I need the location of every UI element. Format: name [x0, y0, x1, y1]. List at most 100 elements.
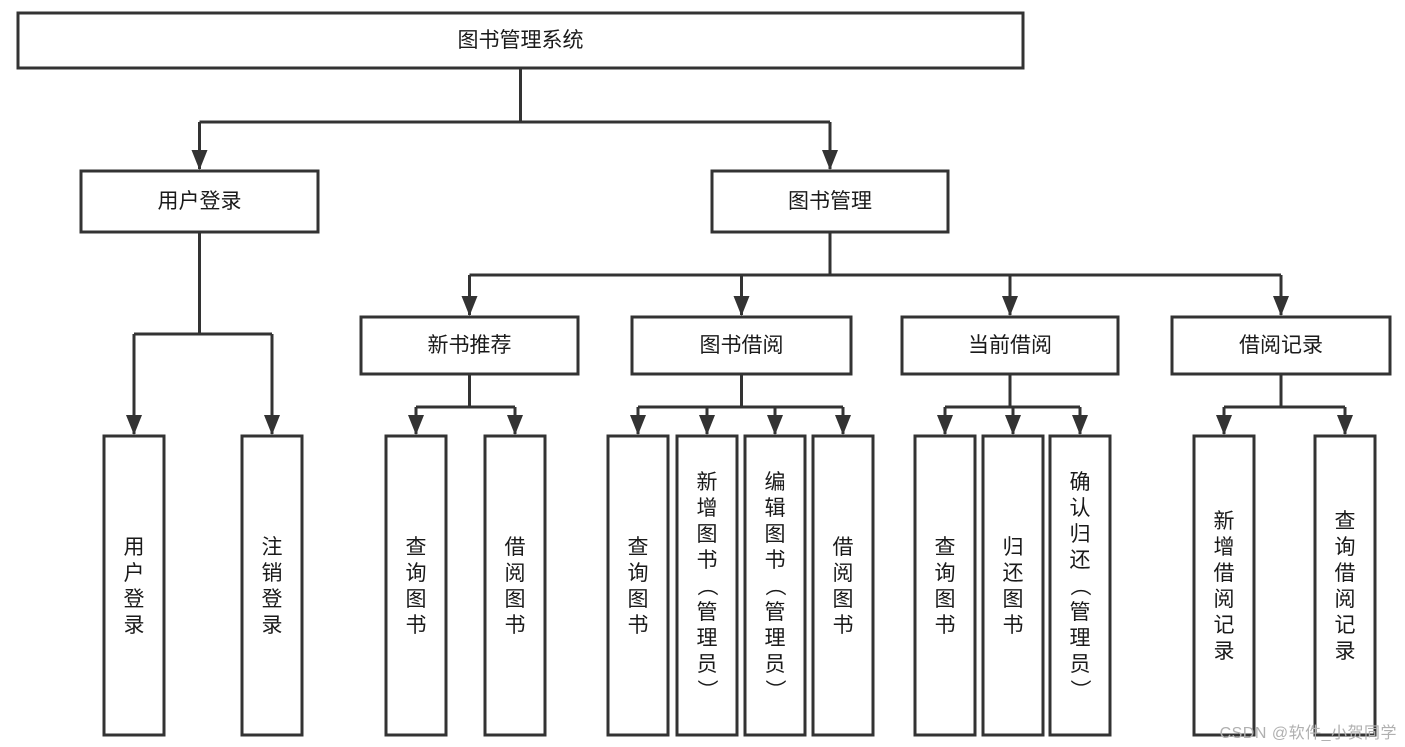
node-box-book-borrow: [630, 315, 853, 376]
arrow-head-icon-leaf-confirm-return-admin: [1072, 415, 1088, 435]
arrow-head-icon-leaf-user-login: [126, 415, 142, 435]
connector-layer: [126, 68, 1353, 435]
node-label-current-borrow: 当前借阅: [968, 334, 1052, 357]
svg-text:查: 查: [1335, 510, 1356, 533]
svg-text:询: 询: [406, 562, 427, 585]
svg-text:归: 归: [1003, 536, 1024, 559]
svg-text:查: 查: [935, 536, 956, 559]
node-box-leaf-query-book-borrow: [606, 434, 670, 737]
svg-text:还: 还: [1070, 549, 1091, 572]
node-box-leaf-query-book-current: [913, 434, 977, 737]
svg-text:书: 书: [833, 614, 854, 637]
svg-text:询: 询: [628, 562, 649, 585]
node-label-root: 图书管理系统: [458, 29, 584, 52]
node-box-leaf-return-book: [981, 434, 1045, 737]
svg-text:员: 员: [697, 653, 718, 676]
svg-text:记: 记: [1335, 614, 1356, 637]
node-box-book-management: [710, 169, 950, 234]
svg-text:阅: 阅: [505, 562, 526, 585]
svg-text:理: 理: [697, 627, 718, 650]
arrow-head-icon-leaf-query-book-recommend: [408, 415, 424, 435]
svg-text:书: 书: [505, 614, 526, 637]
svg-text:登: 登: [262, 588, 283, 611]
arrow-head-icon-leaf-return-book: [1005, 415, 1021, 435]
svg-text:（: （: [1068, 575, 1091, 596]
arrow-head-icon-leaf-add-borrow-record: [1216, 415, 1232, 435]
svg-text:员: 员: [1070, 653, 1091, 676]
node-current-borrow[interactable]: 当前借阅: [900, 315, 1120, 376]
svg-text:图: 图: [833, 588, 854, 611]
svg-text:理: 理: [1070, 627, 1091, 650]
node-new-book-recommend[interactable]: 新书推荐: [359, 315, 580, 376]
arrow-head-icon-leaf-edit-book-admin: [767, 415, 783, 435]
svg-text:管: 管: [1070, 601, 1091, 624]
node-root[interactable]: 图书管理系统: [16, 11, 1025, 70]
svg-text:图: 图: [935, 588, 956, 611]
node-book-management[interactable]: 图书管理: [710, 169, 950, 234]
svg-text:书: 书: [406, 614, 427, 637]
svg-text:书: 书: [765, 549, 786, 572]
node-leaf-user-login[interactable]: 用户登录: [102, 434, 166, 737]
node-label-user-login: 用户登录: [158, 190, 242, 213]
arrow-head-icon-leaf-add-book-admin: [699, 415, 715, 435]
svg-text:图: 图: [697, 523, 718, 546]
svg-text:图: 图: [628, 588, 649, 611]
svg-text:增: 增: [1214, 536, 1235, 559]
node-box-leaf-borrow-book: [811, 434, 875, 737]
svg-text:录: 录: [262, 614, 283, 637]
node-box-leaf-add-book-admin: [675, 434, 739, 737]
node-borrow-record[interactable]: 借阅记录: [1170, 315, 1392, 376]
svg-text:（: （: [695, 575, 718, 596]
node-box-leaf-borrow-book-recommend: [483, 434, 547, 737]
node-box-leaf-query-book-recommend: [384, 434, 448, 737]
svg-text:图: 图: [406, 588, 427, 611]
arrow-head-icon-current-borrow: [1002, 296, 1018, 316]
arrow-head-icon-book-borrow: [733, 296, 750, 316]
svg-text:新: 新: [1214, 510, 1235, 533]
node-box-leaf-logout-login: [240, 434, 304, 737]
node-box-leaf-add-borrow-record: [1192, 434, 1256, 737]
svg-text:借: 借: [1214, 562, 1235, 585]
svg-text:）: ）: [763, 679, 786, 700]
svg-text:员: 员: [765, 653, 786, 676]
node-box-borrow-record: [1170, 315, 1392, 376]
node-box-new-book-recommend: [359, 315, 580, 376]
svg-text:管: 管: [765, 601, 786, 624]
svg-text:录: 录: [124, 614, 145, 637]
node-user-login[interactable]: 用户登录: [79, 169, 320, 234]
svg-text:询: 询: [1335, 536, 1356, 559]
svg-text:借: 借: [1335, 562, 1356, 585]
svg-text:借: 借: [833, 536, 854, 559]
node-label-book-borrow: 图书借阅: [700, 334, 784, 357]
svg-text:还: 还: [1003, 562, 1024, 585]
svg-text:户: 户: [124, 562, 145, 585]
node-label-borrow-record: 借阅记录: [1239, 334, 1323, 357]
node-box-leaf-user-login: [102, 434, 166, 737]
arrow-head-icon-book-management: [822, 150, 838, 170]
svg-text:记: 记: [1214, 614, 1235, 637]
svg-text:询: 询: [935, 562, 956, 585]
arrow-head-icon-leaf-borrow-book-recommend: [507, 415, 523, 435]
node-book-borrow[interactable]: 图书借阅: [630, 315, 853, 376]
